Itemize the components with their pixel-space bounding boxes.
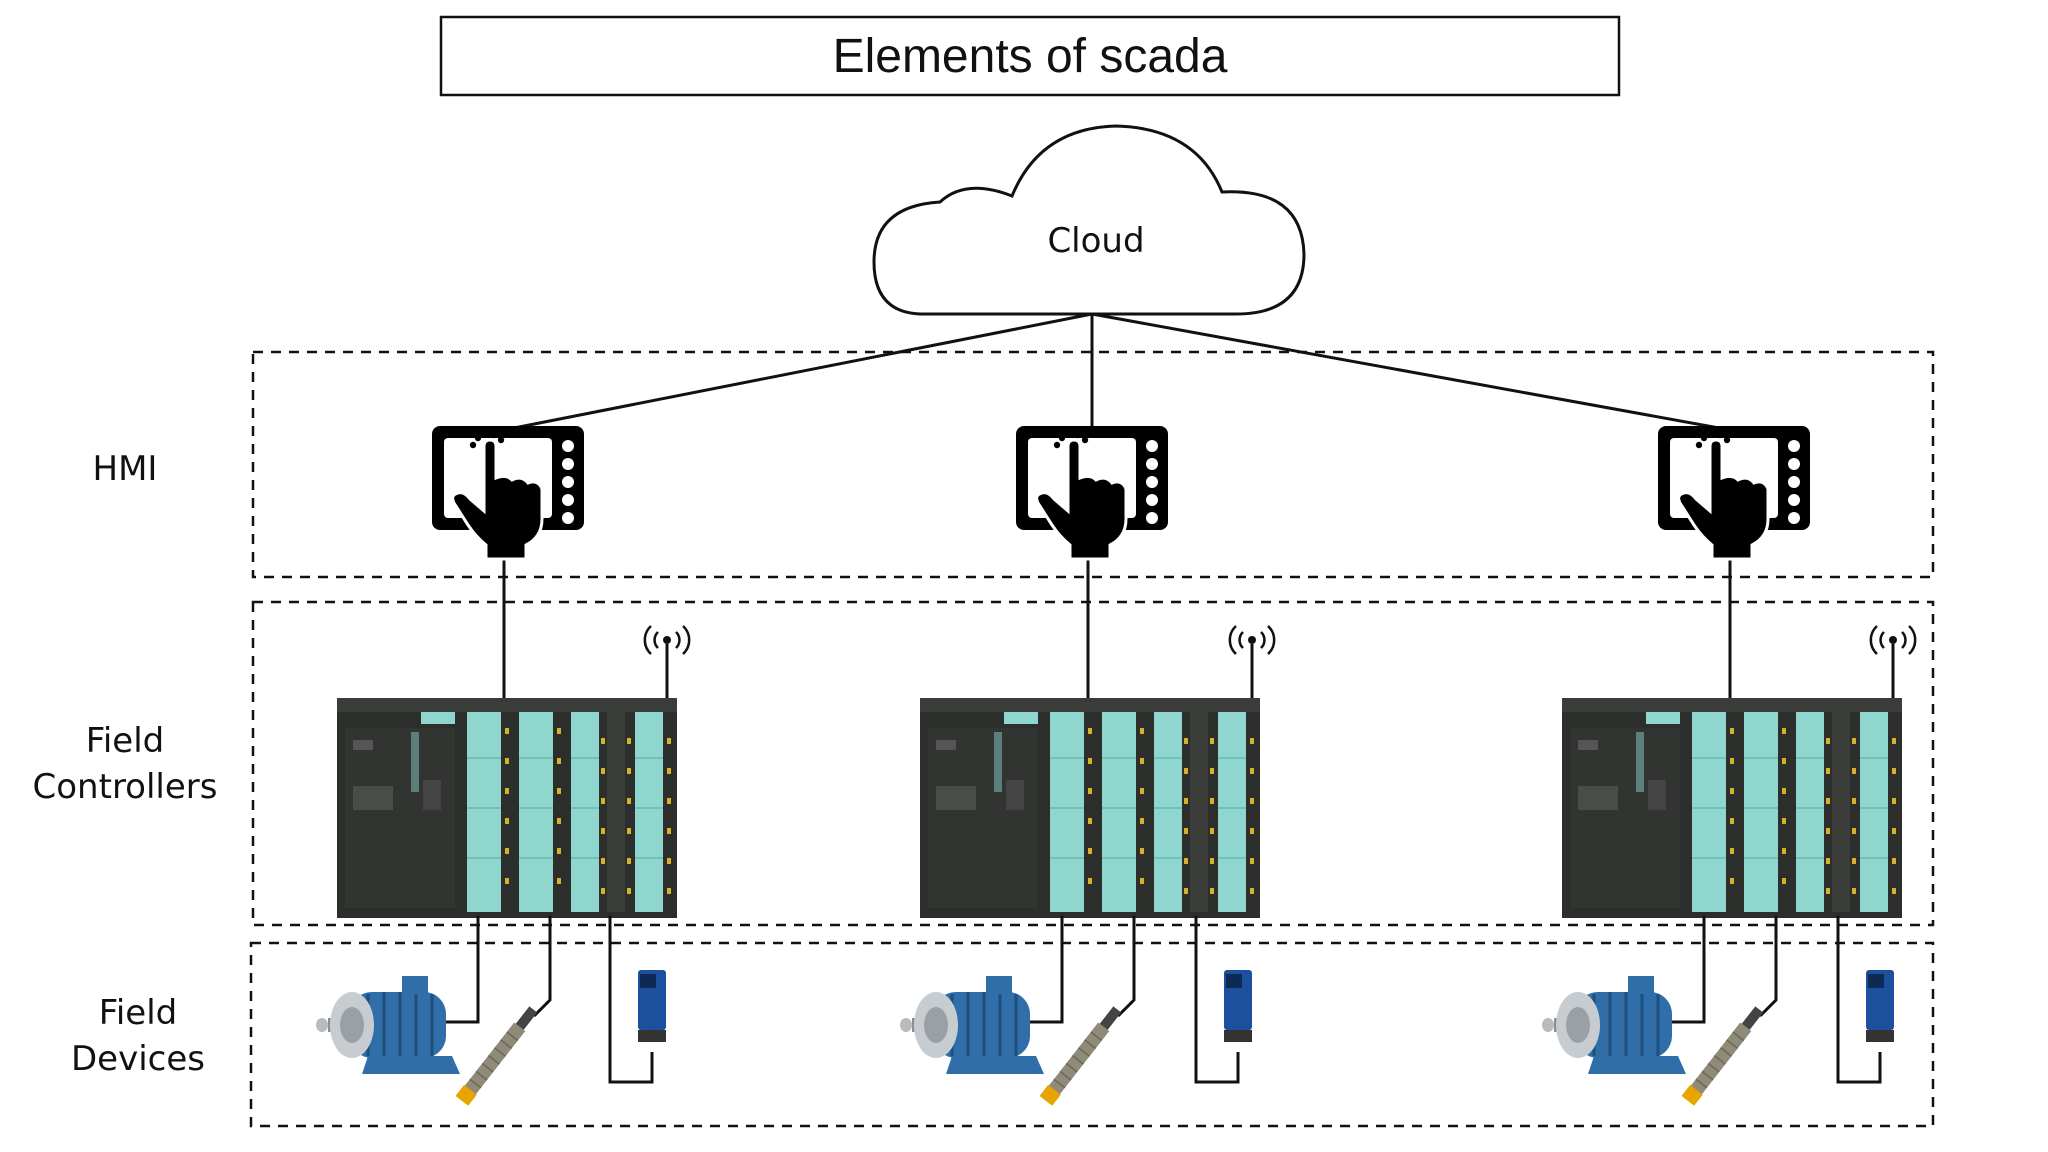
proximity-sensor-icon	[1038, 1003, 1125, 1107]
devices-layer-label-line2: Devices	[71, 1039, 205, 1079]
proximity-sensor-icon	[454, 1003, 541, 1107]
cloud-connections	[503, 312, 1731, 432]
antenna-icon	[1869, 624, 1917, 672]
motor-icon	[1540, 974, 1688, 1076]
motor-icon	[898, 974, 1046, 1076]
diagram-title: Elements of scada	[833, 30, 1228, 83]
controllers-layer-label-line1: Field	[86, 721, 164, 761]
cloud-link-left	[503, 312, 1093, 432]
devices-layer-box	[249, 941, 1935, 1128]
cloud-label: Cloud	[1047, 221, 1144, 261]
hmi-layer-box	[251, 350, 1935, 579]
hmi-touchscreen-icon	[1014, 424, 1170, 561]
photoelectric-sensor-icon	[1866, 970, 1894, 1042]
controllers-layer-label-line2: Controllers	[33, 767, 218, 807]
title-box	[439, 15, 1621, 97]
motor-icon	[314, 974, 462, 1076]
devices-layer-label-line1: Field	[99, 993, 177, 1033]
plc-rack-icon	[1561, 697, 1903, 919]
cloud-link-right	[1091, 312, 1731, 432]
hmi-touchscreen-icon	[1656, 424, 1812, 561]
hmi-touchscreen-icon	[430, 424, 586, 561]
plc-rack-icon	[919, 697, 1261, 919]
photoelectric-sensor-icon	[638, 970, 666, 1042]
antenna-icon	[1228, 624, 1276, 672]
controllers-layer-box	[251, 600, 1935, 927]
proximity-sensor-icon	[1680, 1003, 1767, 1107]
scada-column-2	[898, 424, 1276, 1107]
photoelectric-sensor-icon	[1224, 970, 1252, 1042]
plc-rack-icon	[336, 697, 678, 919]
hmi-layer-label: HMI	[93, 449, 158, 489]
antenna-icon	[643, 624, 691, 672]
cloud-shape	[872, 124, 1306, 316]
scada-column-3	[1540, 424, 1917, 1107]
scada-column-1	[314, 424, 691, 1107]
